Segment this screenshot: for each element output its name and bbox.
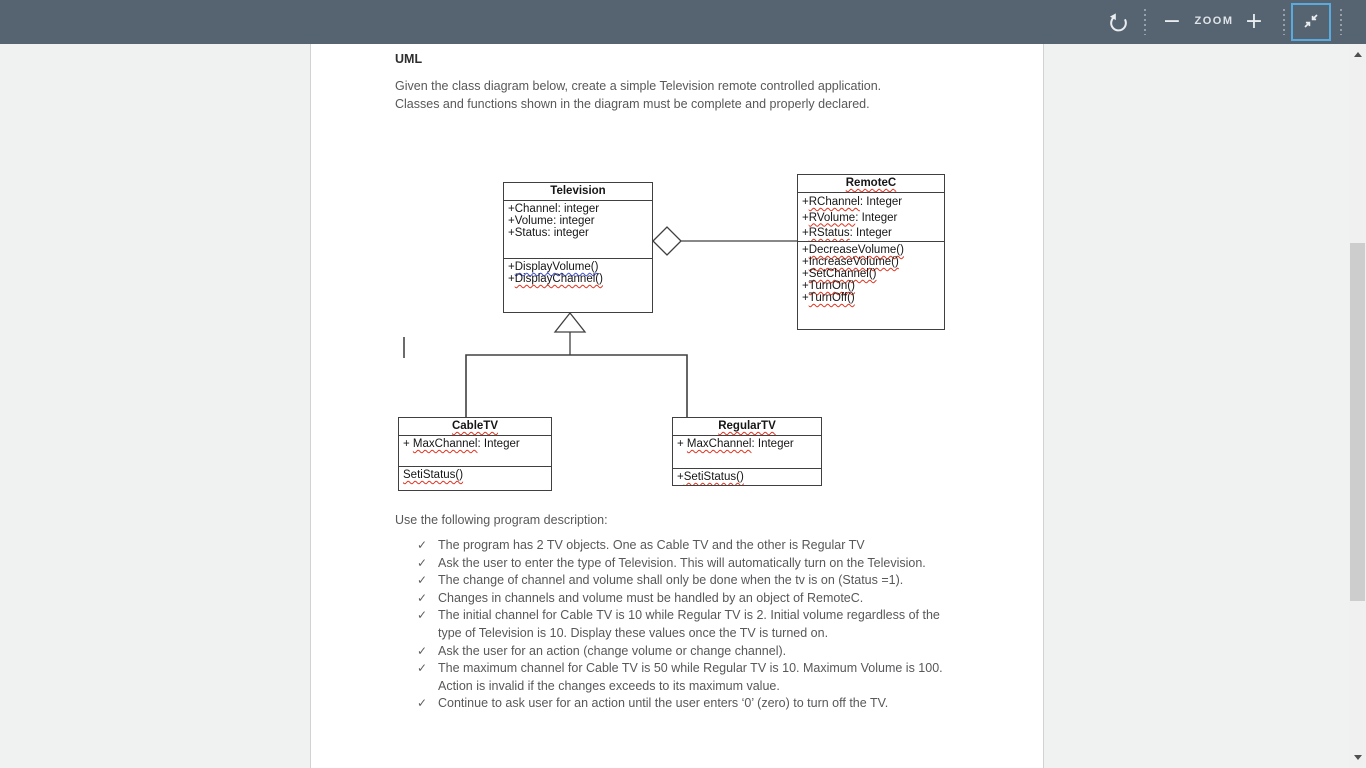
uml-class-remotec: RemoteC +RChannel: Integer +RVolume: Int… bbox=[797, 174, 945, 330]
checkmark-icon: ✓ bbox=[417, 661, 428, 676]
minus-icon: − bbox=[1162, 9, 1182, 34]
list-item: ✓ Ask the user for an action (change volu… bbox=[417, 643, 957, 661]
refresh-icon bbox=[1107, 11, 1129, 33]
zoom-out-button[interactable]: − bbox=[1156, 6, 1188, 38]
list-item: ✓ The initial channel for Cable TV is 10 … bbox=[417, 607, 957, 642]
triangle-up-icon bbox=[1353, 52, 1362, 57]
program-description-list: ✓ The program has 2 TV objects. One as Ca… bbox=[417, 537, 957, 713]
class-title: CableTV bbox=[399, 418, 551, 436]
class-attributes: +RChannel: Integer +RVolume: Integer +RS… bbox=[798, 193, 944, 242]
doc-heading: UML bbox=[395, 52, 423, 66]
zoom-in-button[interactable]: + bbox=[1238, 6, 1270, 38]
bullet-text: Continue to ask user for an action until… bbox=[438, 696, 889, 711]
class-title: RemoteC bbox=[798, 175, 944, 193]
class-methods: +SetiStatus() bbox=[677, 471, 744, 483]
list-item: ✓ The change of channel and volume shall … bbox=[417, 572, 957, 590]
toolbar-separator bbox=[1340, 9, 1342, 35]
bullet-text: The maximum channel for Cable TV is 50 w… bbox=[438, 661, 943, 693]
class-methods: +DisplayVolume() +DisplayChannel() bbox=[508, 261, 603, 285]
class-title: Television bbox=[504, 183, 652, 201]
list-item: ✓ Changes in channels and volume must be … bbox=[417, 590, 957, 608]
uml-class-television: Television +Channel: integer +Volume: in… bbox=[503, 182, 653, 313]
plus-icon: + bbox=[1244, 9, 1264, 34]
viewer-toolbar: − ZOOM + bbox=[0, 0, 1366, 44]
scrollbar-thumb[interactable] bbox=[1350, 243, 1365, 601]
checkmark-icon: ✓ bbox=[417, 538, 428, 552]
checkmark-icon: ✓ bbox=[417, 573, 428, 588]
scroll-down-button[interactable] bbox=[1349, 749, 1366, 766]
checkmark-icon: ✓ bbox=[417, 608, 428, 623]
class-attributes: + MaxChannel: Integer bbox=[399, 436, 551, 467]
class-attributes: +Channel: integer +Volume: integer +Stat… bbox=[504, 201, 652, 259]
triangle-down-icon bbox=[1353, 755, 1362, 760]
vertical-scrollbar[interactable] bbox=[1349, 44, 1366, 768]
collapse-arrows-icon bbox=[1301, 11, 1321, 34]
bullet-text: Changes in channels and volume must be h… bbox=[438, 590, 864, 605]
class-methods: SetiStatus() bbox=[403, 469, 464, 481]
reset-zoom-button[interactable] bbox=[1102, 6, 1134, 38]
list-item: ✓ Continue to ask user for an action unti… bbox=[417, 695, 957, 713]
checkmark-icon: ✓ bbox=[417, 696, 428, 711]
fit-to-screen-button[interactable] bbox=[1291, 3, 1331, 41]
class-methods: +DecreaseVolume() +IncreaseVolume() +Set… bbox=[802, 244, 904, 304]
bullet-text: The initial channel for Cable TV is 10 w… bbox=[438, 608, 940, 640]
uml-class-cabletv: CableTV + MaxChannel: Integer SetiStatus… bbox=[398, 417, 552, 491]
scroll-up-button[interactable] bbox=[1349, 46, 1366, 63]
doc-intro-paragraph: Given the class diagram below, create a … bbox=[395, 79, 882, 111]
toolbar-separator bbox=[1283, 9, 1285, 35]
checkmark-icon: ✓ bbox=[417, 643, 428, 658]
toolbar-separator bbox=[1144, 9, 1146, 35]
bullet-text: The change of channel and volume shall o… bbox=[438, 573, 904, 588]
class-title: RegularTV bbox=[673, 418, 821, 436]
bullet-text: The program has 2 TV objects. One as Cab… bbox=[438, 538, 865, 552]
list-item: ✓ The program has 2 TV objects. One as Ca… bbox=[417, 537, 957, 555]
bullet-text: Ask the user to enter the type of Televi… bbox=[438, 555, 926, 570]
zoom-label: ZOOM bbox=[1194, 15, 1234, 27]
text-cursor bbox=[403, 337, 405, 358]
list-item: ✓ Ask the user to enter the type of Telev… bbox=[417, 555, 957, 573]
program-description-label: Use the following program description: bbox=[395, 513, 608, 527]
bullet-text: Ask the user for an action (change volum… bbox=[438, 643, 787, 658]
checkmark-icon: ✓ bbox=[417, 555, 428, 570]
checkmark-icon: ✓ bbox=[417, 590, 428, 605]
list-item: ✓ The maximum channel for Cable TV is 50 … bbox=[417, 660, 957, 695]
uml-class-regulartv: RegularTV + MaxChannel: Integer +SetiSta… bbox=[672, 417, 822, 486]
class-attributes: + MaxChannel: Integer bbox=[673, 436, 821, 469]
